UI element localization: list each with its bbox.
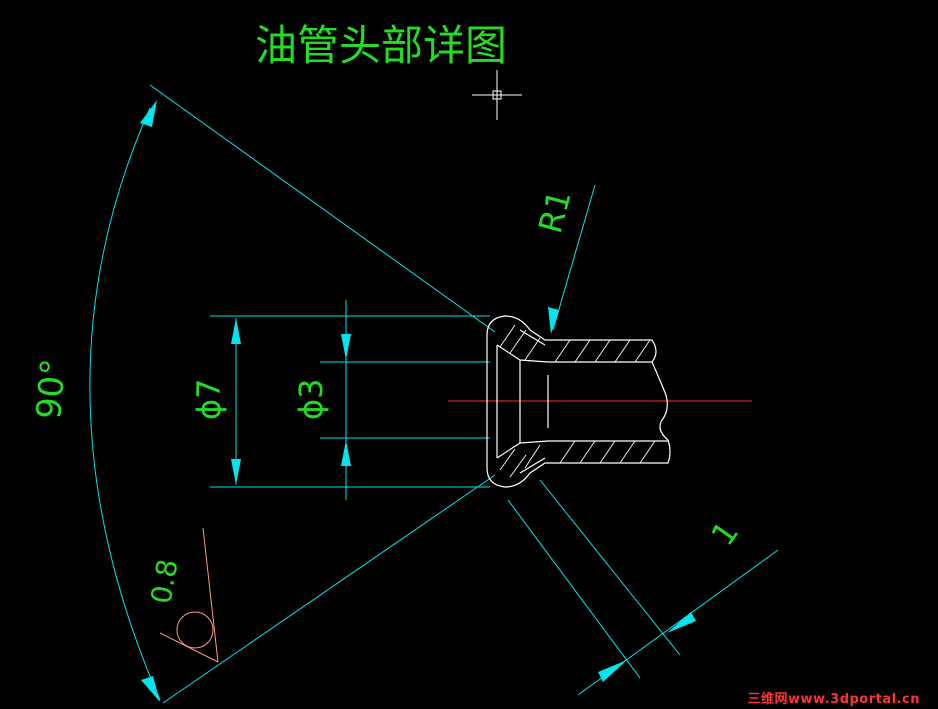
angle-extension-lower (162, 474, 496, 704)
outer-arrow-top (231, 318, 241, 344)
wall-arrow-left (598, 660, 627, 682)
angle-arc (89, 107, 161, 701)
angle-dimension: 90° (29, 84, 496, 704)
angle-label: 90° (29, 357, 74, 421)
hatch-top (499, 324, 651, 363)
watermark: 三维网www.3dportal.cn (747, 692, 920, 707)
radius-dimension: R1 (531, 184, 596, 334)
crosshair-cursor-icon (472, 70, 522, 120)
inner-diameter-label: ϕ3 (292, 379, 330, 420)
pipe-head-section (486, 315, 671, 488)
radius-arrow (548, 307, 559, 334)
inner-arrow-bottom (341, 440, 351, 466)
diameter-dimensions: ϕ7 ϕ3 (190, 300, 490, 500)
outer-arrow-bottom (231, 459, 241, 485)
drawing-title: 油管头部详图 (255, 21, 507, 70)
wall-label: 1 (703, 514, 746, 552)
roughness-label: 0.8 (144, 557, 184, 607)
radius-label: R1 (531, 186, 579, 237)
angle-arrow-bottom (141, 676, 160, 702)
wall-dimension: 1 (507, 479, 779, 696)
angle-arrow-top (140, 100, 157, 127)
wall-arrow-right (667, 612, 696, 633)
outer-diameter-label: ϕ7 (190, 379, 228, 420)
hatch-bottom (499, 440, 656, 478)
inner-arrow-top (341, 334, 351, 360)
roughness-symbol: 0.8 (144, 527, 219, 663)
angle-extension-upper (149, 84, 496, 333)
